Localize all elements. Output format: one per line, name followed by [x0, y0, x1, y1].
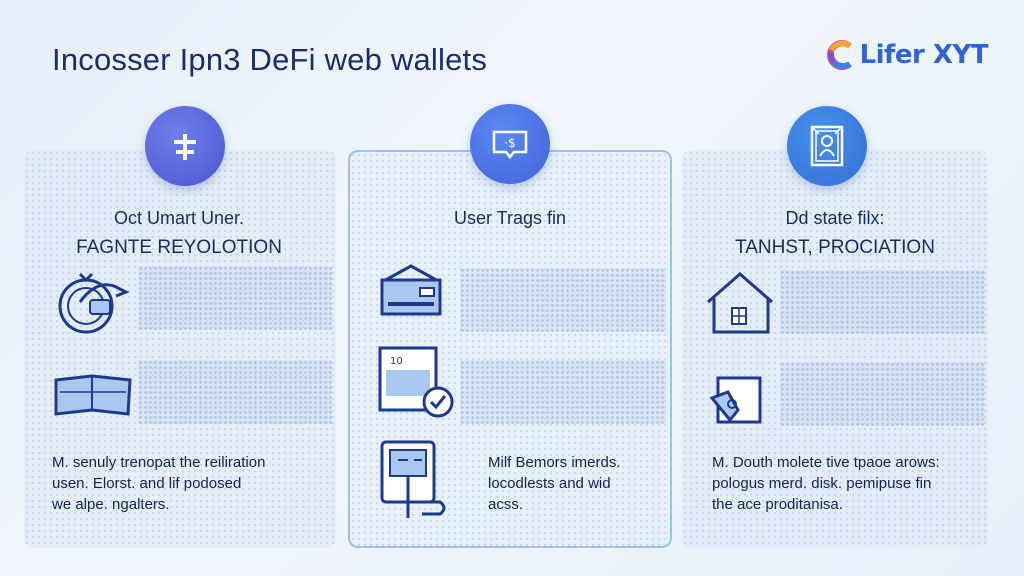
feature-bar	[780, 270, 984, 334]
column-heading-line1: Dd state filx:	[785, 208, 885, 228]
column-heading-line2: FAGNTE REYOLOTION	[76, 237, 282, 258]
description-middle: Milf Bemors imerds. locodlests and wid a…	[488, 452, 660, 515]
align-center-icon	[145, 106, 225, 186]
description-left: M. senuly trenopat the reiliration usen.…	[52, 452, 324, 515]
feature-panel-left	[24, 150, 336, 548]
map-icon	[54, 374, 132, 416]
svg-text:10: 10	[390, 356, 403, 367]
feature-bar	[460, 268, 666, 332]
column-heading-line1: Oct Umart Uner.	[113, 208, 245, 228]
dropper-device-icon	[380, 440, 446, 518]
description-line: locodlests and wid	[488, 475, 611, 492]
description-line: M. senuly trenopat the reiliration	[52, 454, 266, 471]
feature-panel-right	[682, 150, 988, 548]
feature-bar	[460, 360, 666, 424]
house-icon	[707, 272, 773, 334]
feature-bar	[138, 266, 332, 330]
feature-bar	[138, 360, 332, 424]
column-heading-right: Dd state filx: TANHST, PROCIATION	[690, 208, 980, 259]
column-heading-middle: User Trags fin	[360, 208, 660, 229]
column-heading-line1: User Trags fin	[453, 208, 567, 228]
svg-text:·$: ·$	[504, 136, 515, 150]
description-line: Milf Bemors imerds.	[488, 454, 621, 471]
description-line: pologus merd. disk. pemipuse fin	[712, 475, 932, 492]
description-right: M. Douth molete tive tpaoe arows: pologu…	[712, 452, 980, 515]
brand-mark-icon	[826, 40, 852, 70]
description-line: the ace proditanisa.	[712, 496, 843, 513]
document-tool-icon	[709, 376, 762, 424]
description-line: we alpe. ngalters.	[52, 496, 170, 513]
window-check-icon: 10	[378, 346, 454, 418]
description-line: usen. Elorst. and lif podosed	[52, 475, 242, 492]
dollar-screen-icon: ·$	[470, 104, 550, 184]
envelope-card-icon	[380, 264, 442, 316]
description-line: acss.	[488, 496, 524, 513]
page-title: Incosser Ipn3 DeFi web wallets	[52, 42, 488, 77]
framed-portrait-icon	[787, 106, 867, 186]
brand-name: Lifer XYT	[859, 40, 989, 70]
description-line: M. Douth molete tive tpaoe arows:	[712, 454, 940, 471]
column-heading-left: Oct Umart Uner. FAGNTE REYOLOTION	[34, 208, 324, 259]
clock-hand-icon	[58, 272, 130, 334]
feature-bar	[780, 362, 984, 426]
column-heading-line2: TANHST, PROCIATION	[735, 237, 935, 258]
brand-logo[interactable]: Lifer XYT	[824, 38, 989, 72]
